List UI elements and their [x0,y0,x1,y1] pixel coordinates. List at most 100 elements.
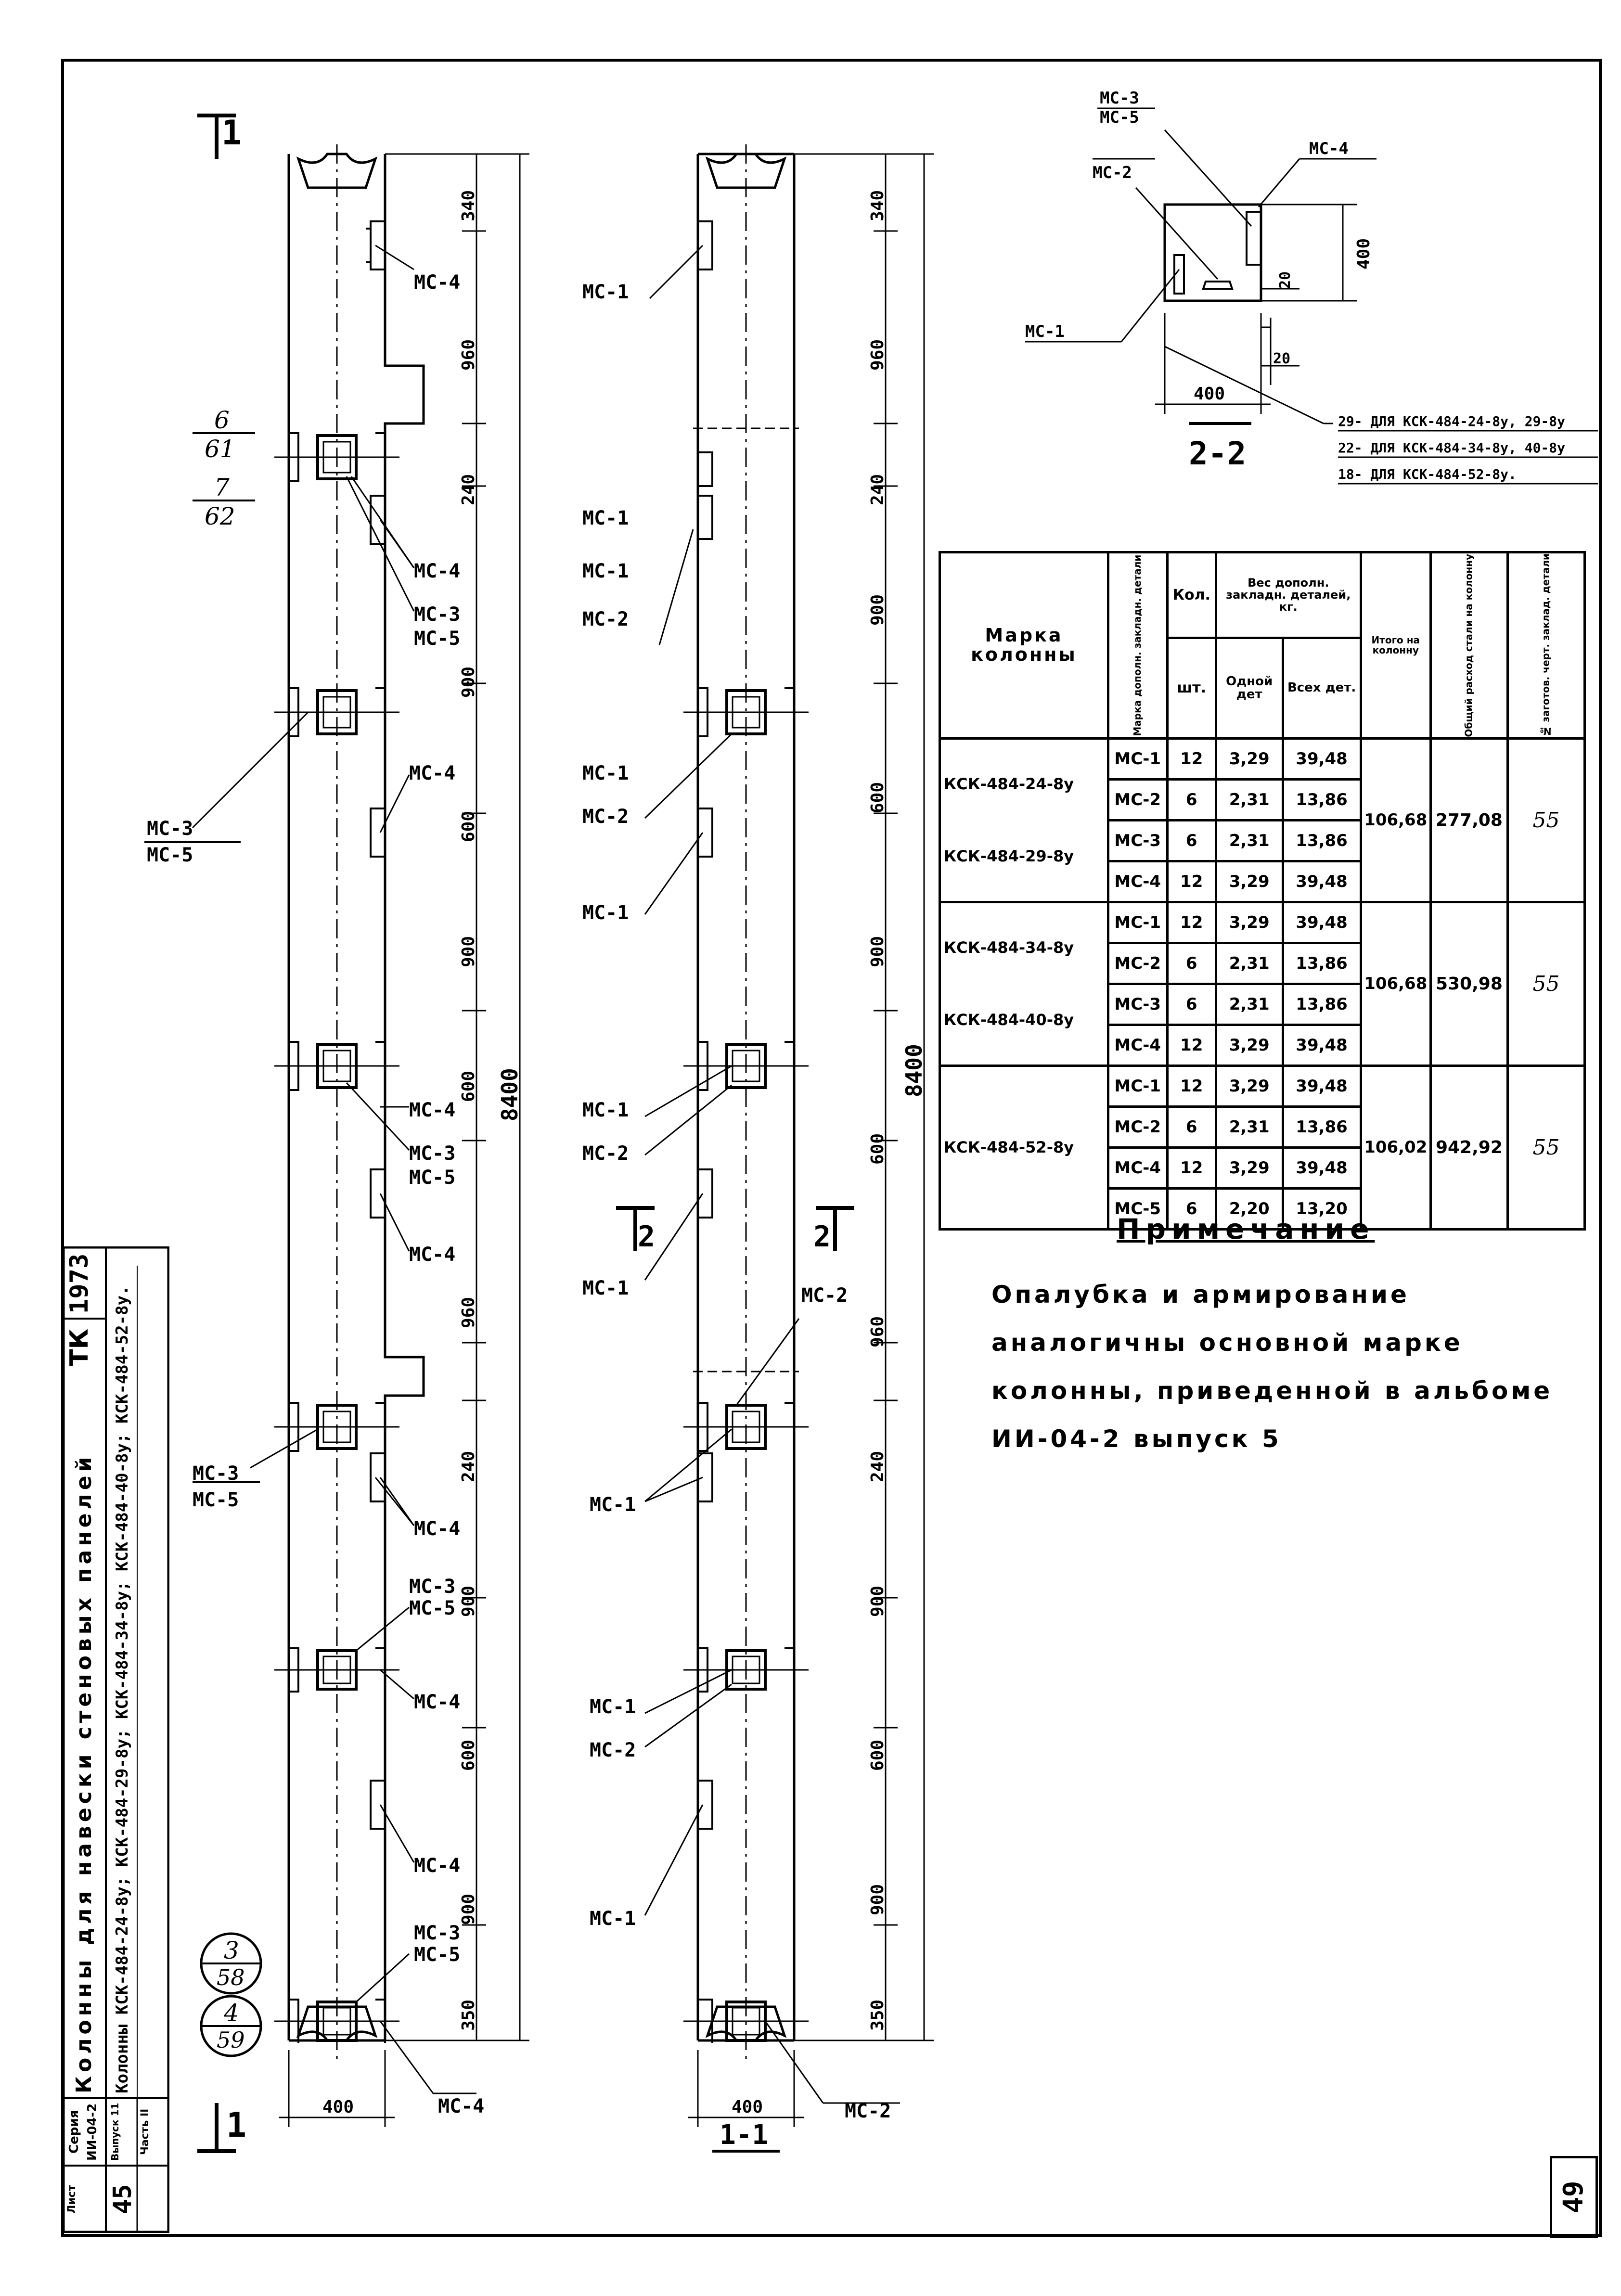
cell-one: 3,29 [1214,859,1284,903]
cell-one: 2,31 [1214,1105,1284,1149]
cell-mark: МС-2 [1106,778,1169,821]
cell-all: 39,48 [1281,1064,1362,1108]
cell-qty: 12 [1166,1064,1217,1108]
header-itogo: Итого на колонну [1359,551,1432,740]
dim-600: 600 [459,811,478,842]
cell-one: 2,31 [1214,982,1284,1026]
label-mc4: МС-4 [409,1099,455,1121]
dim-900: 900 [868,1586,888,1617]
cell-mark: МС-2 [1106,941,1169,985]
header-vseh: Всех дет. [1281,637,1362,740]
cell-qty: 6 [1166,819,1217,862]
label-mc1: МС-1 [1025,322,1065,341]
label-mc5: МС-5 [193,1489,239,1511]
ref-6: 6 [214,406,230,434]
cell-mark: МС-4 [1106,859,1169,903]
cell-qty: 12 [1166,859,1217,903]
dim-240: 240 [459,474,478,505]
left-elevation-labels: 1 1 6 61 7 62 3 58 4 59 340 960 240 900 … [147,113,523,2145]
stamp-title: Колонны для навески стеновых панелей [72,1453,96,2093]
header-marka-dop: Марка дополн. закладн. детали [1108,552,1168,739]
cell-all: 13,20 [1281,1187,1362,1231]
ref-3: 3 [224,1937,239,1964]
dim-960: 960 [459,339,478,371]
header-obshchii: Общий расход стали на колонну [1430,552,1508,739]
stamp-tk: ТК [65,1329,94,1366]
dim-350: 350 [868,2000,888,2031]
cell-mark: МС-4 [1106,1023,1169,1067]
dim-400-width: 400 [1194,384,1225,404]
header-ves: Вес дополн. закладн. деталей, кг. [1214,551,1362,640]
column-name: КСК-484-29-8у [944,847,1074,866]
title-stamp: 1973 ТК Колонны для навески стеновых пан… [63,1246,169,2233]
stamp-vypusk-block: Выпуск 11 [108,2101,136,2163]
cell-mark: МС-1 [1106,1064,1169,1108]
cell-steel: 942,92 [1429,1064,1509,1231]
section-mark-2-left: 2 [638,1220,655,1254]
label-mc4: МС-4 [438,2095,484,2117]
label-mc2: МС-2 [845,2100,891,2122]
section-mark-2-right: 2 [813,1220,831,1254]
label-mc1: МС-1 [582,762,629,784]
label-mc5: МС-5 [147,844,193,866]
dim-width-400: 400 [322,2097,354,2117]
stamp-chast-label: Часть [139,2120,151,2155]
group-2-columns: КСК-484-34-8у КСК-484-40-8у [939,900,1109,1067]
label-mc5: МС-5 [1100,108,1139,127]
cell-all: 39,48 [1281,900,1362,944]
stamp-vypusk: 11 [109,2103,121,2116]
dim-960: 960 [868,339,888,371]
dim-600: 600 [868,782,888,813]
cell-all: 39,48 [1281,1023,1362,1067]
cell-one: 3,29 [1214,1023,1284,1067]
dim-600: 600 [868,1133,888,1165]
cell-qty: 6 [1166,1187,1217,1231]
label-mc5: МС-5 [409,1597,455,1619]
stamp-chast-block: Часть II [139,2101,167,2163]
label-mc1: МС-1 [582,281,629,303]
label-mc1: МС-1 [582,902,629,924]
stamp-list: 45 [108,2184,137,2215]
stamp-chast: II [139,2108,151,2117]
label-mc2: МС-2 [590,1739,636,1761]
column-name: КСК-484-24-8у [944,775,1074,794]
label-mc4: МС-4 [414,1518,460,1540]
cell-ref: 55 [1506,737,1586,903]
section-mark-1-top: 1 [221,113,242,153]
dim-240: 240 [459,1451,478,1482]
section-caption-2-2: 2-2 [1189,435,1246,472]
cell-mark: МС-1 [1106,737,1169,781]
dim-900: 900 [868,936,888,967]
dim-400-height: 400 [1354,238,1374,269]
cell-one: 3,29 [1214,737,1284,781]
dim-350: 350 [459,2000,478,2031]
cell-qty: 6 [1166,982,1217,1026]
cell-qty: 12 [1166,900,1217,944]
cell-total: 106,02 [1359,1064,1432,1231]
cell-all: 13,86 [1281,819,1362,862]
column-name: КСК-484-40-8у [944,1011,1074,1029]
dim-240: 240 [868,474,888,505]
section-mark-1-bottom: 1 [226,2105,246,2145]
label-mc3: МС-3 [1100,89,1139,108]
stamp-seria: ИИ-04-2 [85,2103,100,2161]
stamp-vypusk-label: Выпуск [109,2119,121,2161]
cell-qty: 6 [1166,1105,1217,1149]
dim-900: 900 [459,936,478,967]
ref-7: 7 [214,474,230,501]
ref-61: 61 [205,435,235,463]
stamp-subtitle: Колонны КСК-484-24-8у; КСК-484-29-8у; КС… [113,1285,132,2093]
dim-340: 340 [868,190,888,221]
cell-total: 106,68 [1359,900,1432,1067]
cell-steel: 530,98 [1429,900,1509,1067]
label-mc3: МС-3 [409,1142,455,1165]
dim-20-b: 20 [1273,350,1290,367]
header-odnoi: Одной дет [1214,637,1284,740]
label-mc2: МС-2 [1093,163,1132,182]
header-nomer: № заготов. черт. заклад. детали [1507,552,1585,739]
ref-59: 59 [217,2027,245,2053]
group-1-columns: КСК-484-24-8у КСК-484-29-8у [939,737,1109,903]
header-kol: Кол. [1166,551,1217,640]
note-title: Примечание [1117,1213,1375,1245]
